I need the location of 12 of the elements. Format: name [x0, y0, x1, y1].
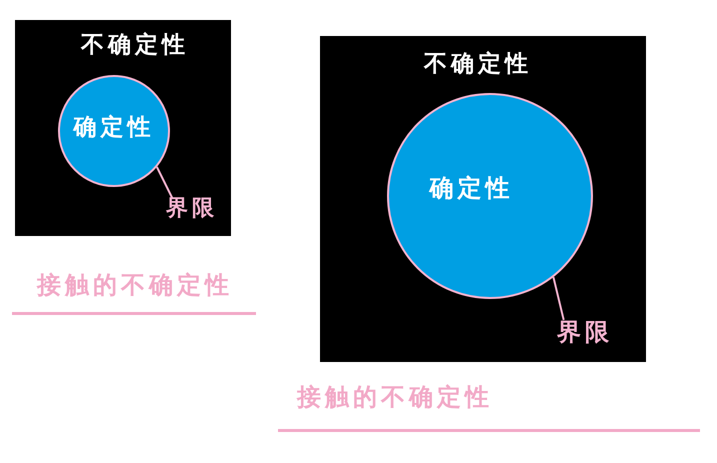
callout-label: 界限	[557, 320, 613, 344]
callout-label: 界限	[166, 198, 218, 220]
leader-line	[156, 166, 174, 198]
square-panel	[320, 36, 646, 362]
circle-label: 确定性	[429, 176, 514, 200]
panel-title: 不确定性	[81, 34, 189, 57]
caption-text: 接触的不确定性	[37, 273, 233, 297]
circle-label: 确定性	[74, 116, 154, 140]
leader-line	[552, 276, 565, 320]
square-panel	[15, 20, 231, 236]
caption-text: 接触的不确定性	[297, 385, 493, 409]
panel-title: 不确定性	[424, 53, 532, 76]
